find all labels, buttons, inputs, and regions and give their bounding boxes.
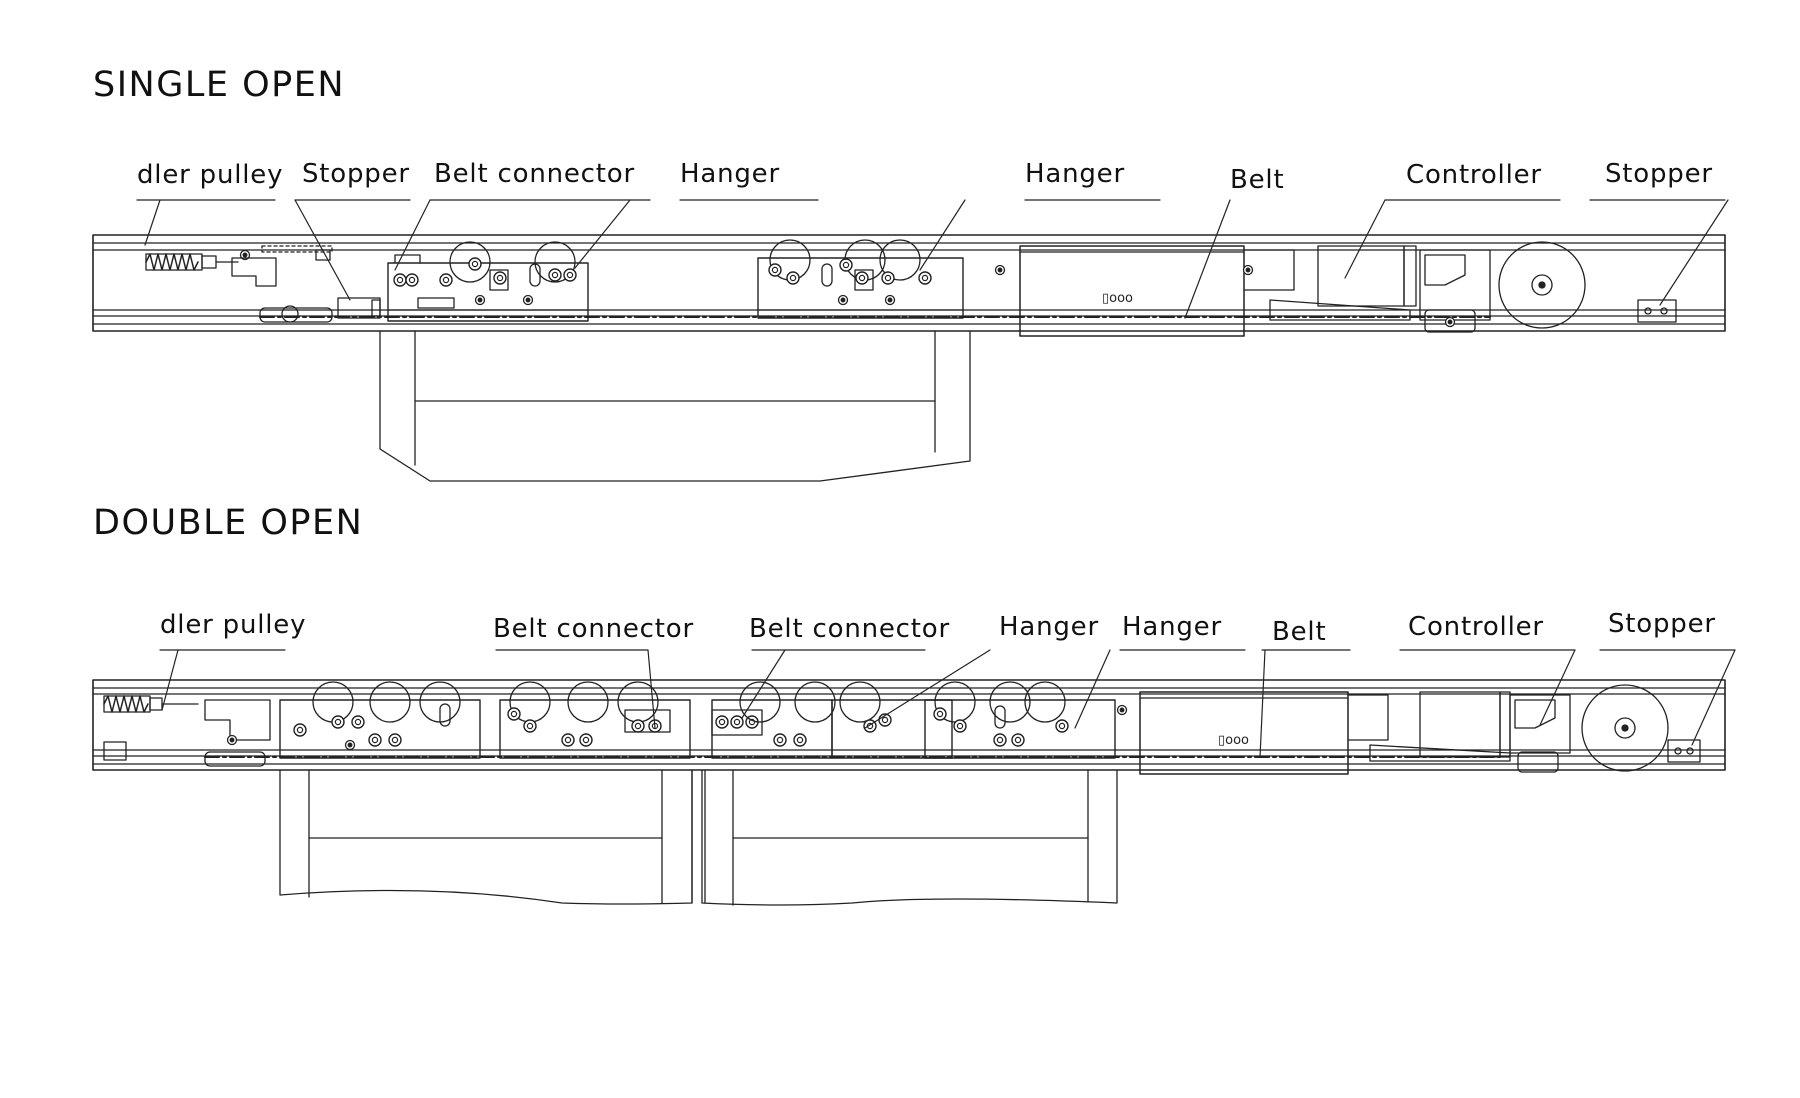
single-stopper-left [316, 250, 380, 318]
double-idler-pulley-label: dler pulley [160, 610, 307, 640]
double-open-title: DOUBLE OPEN [93, 503, 364, 543]
single-drive-pulley [1499, 242, 1585, 328]
single-hanger-assembly-1 [388, 242, 588, 321]
single-stopper-left-label: Stopper [302, 159, 410, 189]
double-hanger-assembly-2 [500, 682, 690, 758]
double-stopper-label: Stopper [1608, 609, 1716, 639]
double-stopper [1668, 740, 1700, 762]
single-door-leaf [380, 331, 970, 481]
single-idler-pulley [146, 246, 332, 322]
double-door-leaf-left [280, 770, 692, 904]
double-belt-connector-label-2: Belt connector [749, 614, 950, 644]
double-leader-lines [160, 650, 1735, 757]
double-hanger-assembly-5 [925, 682, 1115, 758]
single-stopper-right-label: Stopper [1605, 159, 1713, 189]
single-motor-box: ▯ooo [994, 246, 1254, 336]
single-open-drawing: ▯ooo [93, 200, 1728, 481]
single-controller-label: Controller [1406, 160, 1542, 190]
double-drive-pulley [1582, 685, 1668, 771]
single-controller-box-text: ▯ooo [1102, 291, 1133, 306]
single-belt-connector-label: Belt connector [434, 159, 635, 189]
double-hanger-label-2: Hanger [1122, 612, 1222, 642]
double-motor-box: ▯ooo [1116, 692, 1349, 774]
double-controller-box-text: ▯ooo [1218, 733, 1249, 748]
single-stopper-right [1638, 300, 1676, 322]
double-door-leaf-right [692, 770, 1117, 905]
double-hanger-assembly-3 [712, 682, 835, 758]
double-belt-label: Belt [1272, 617, 1327, 647]
double-hanger-label-1: Hanger [999, 612, 1099, 642]
double-open-drawing: ▯ooo [93, 650, 1735, 905]
single-controller [1244, 246, 1490, 332]
single-open-title: SINGLE OPEN [93, 65, 346, 105]
double-controller-label: Controller [1408, 612, 1544, 642]
single-idler-pulley-label: dler pulley [137, 160, 284, 190]
single-leader-lines [137, 200, 1728, 318]
double-idler-pulley [104, 696, 270, 766]
single-belt-label: Belt [1230, 165, 1285, 195]
single-hanger-label-2: Hanger [1025, 159, 1125, 189]
double-belt-connector-label-1: Belt connector [493, 614, 694, 644]
single-hanger-label-1: Hanger [680, 159, 780, 189]
double-controller [1348, 692, 1570, 772]
